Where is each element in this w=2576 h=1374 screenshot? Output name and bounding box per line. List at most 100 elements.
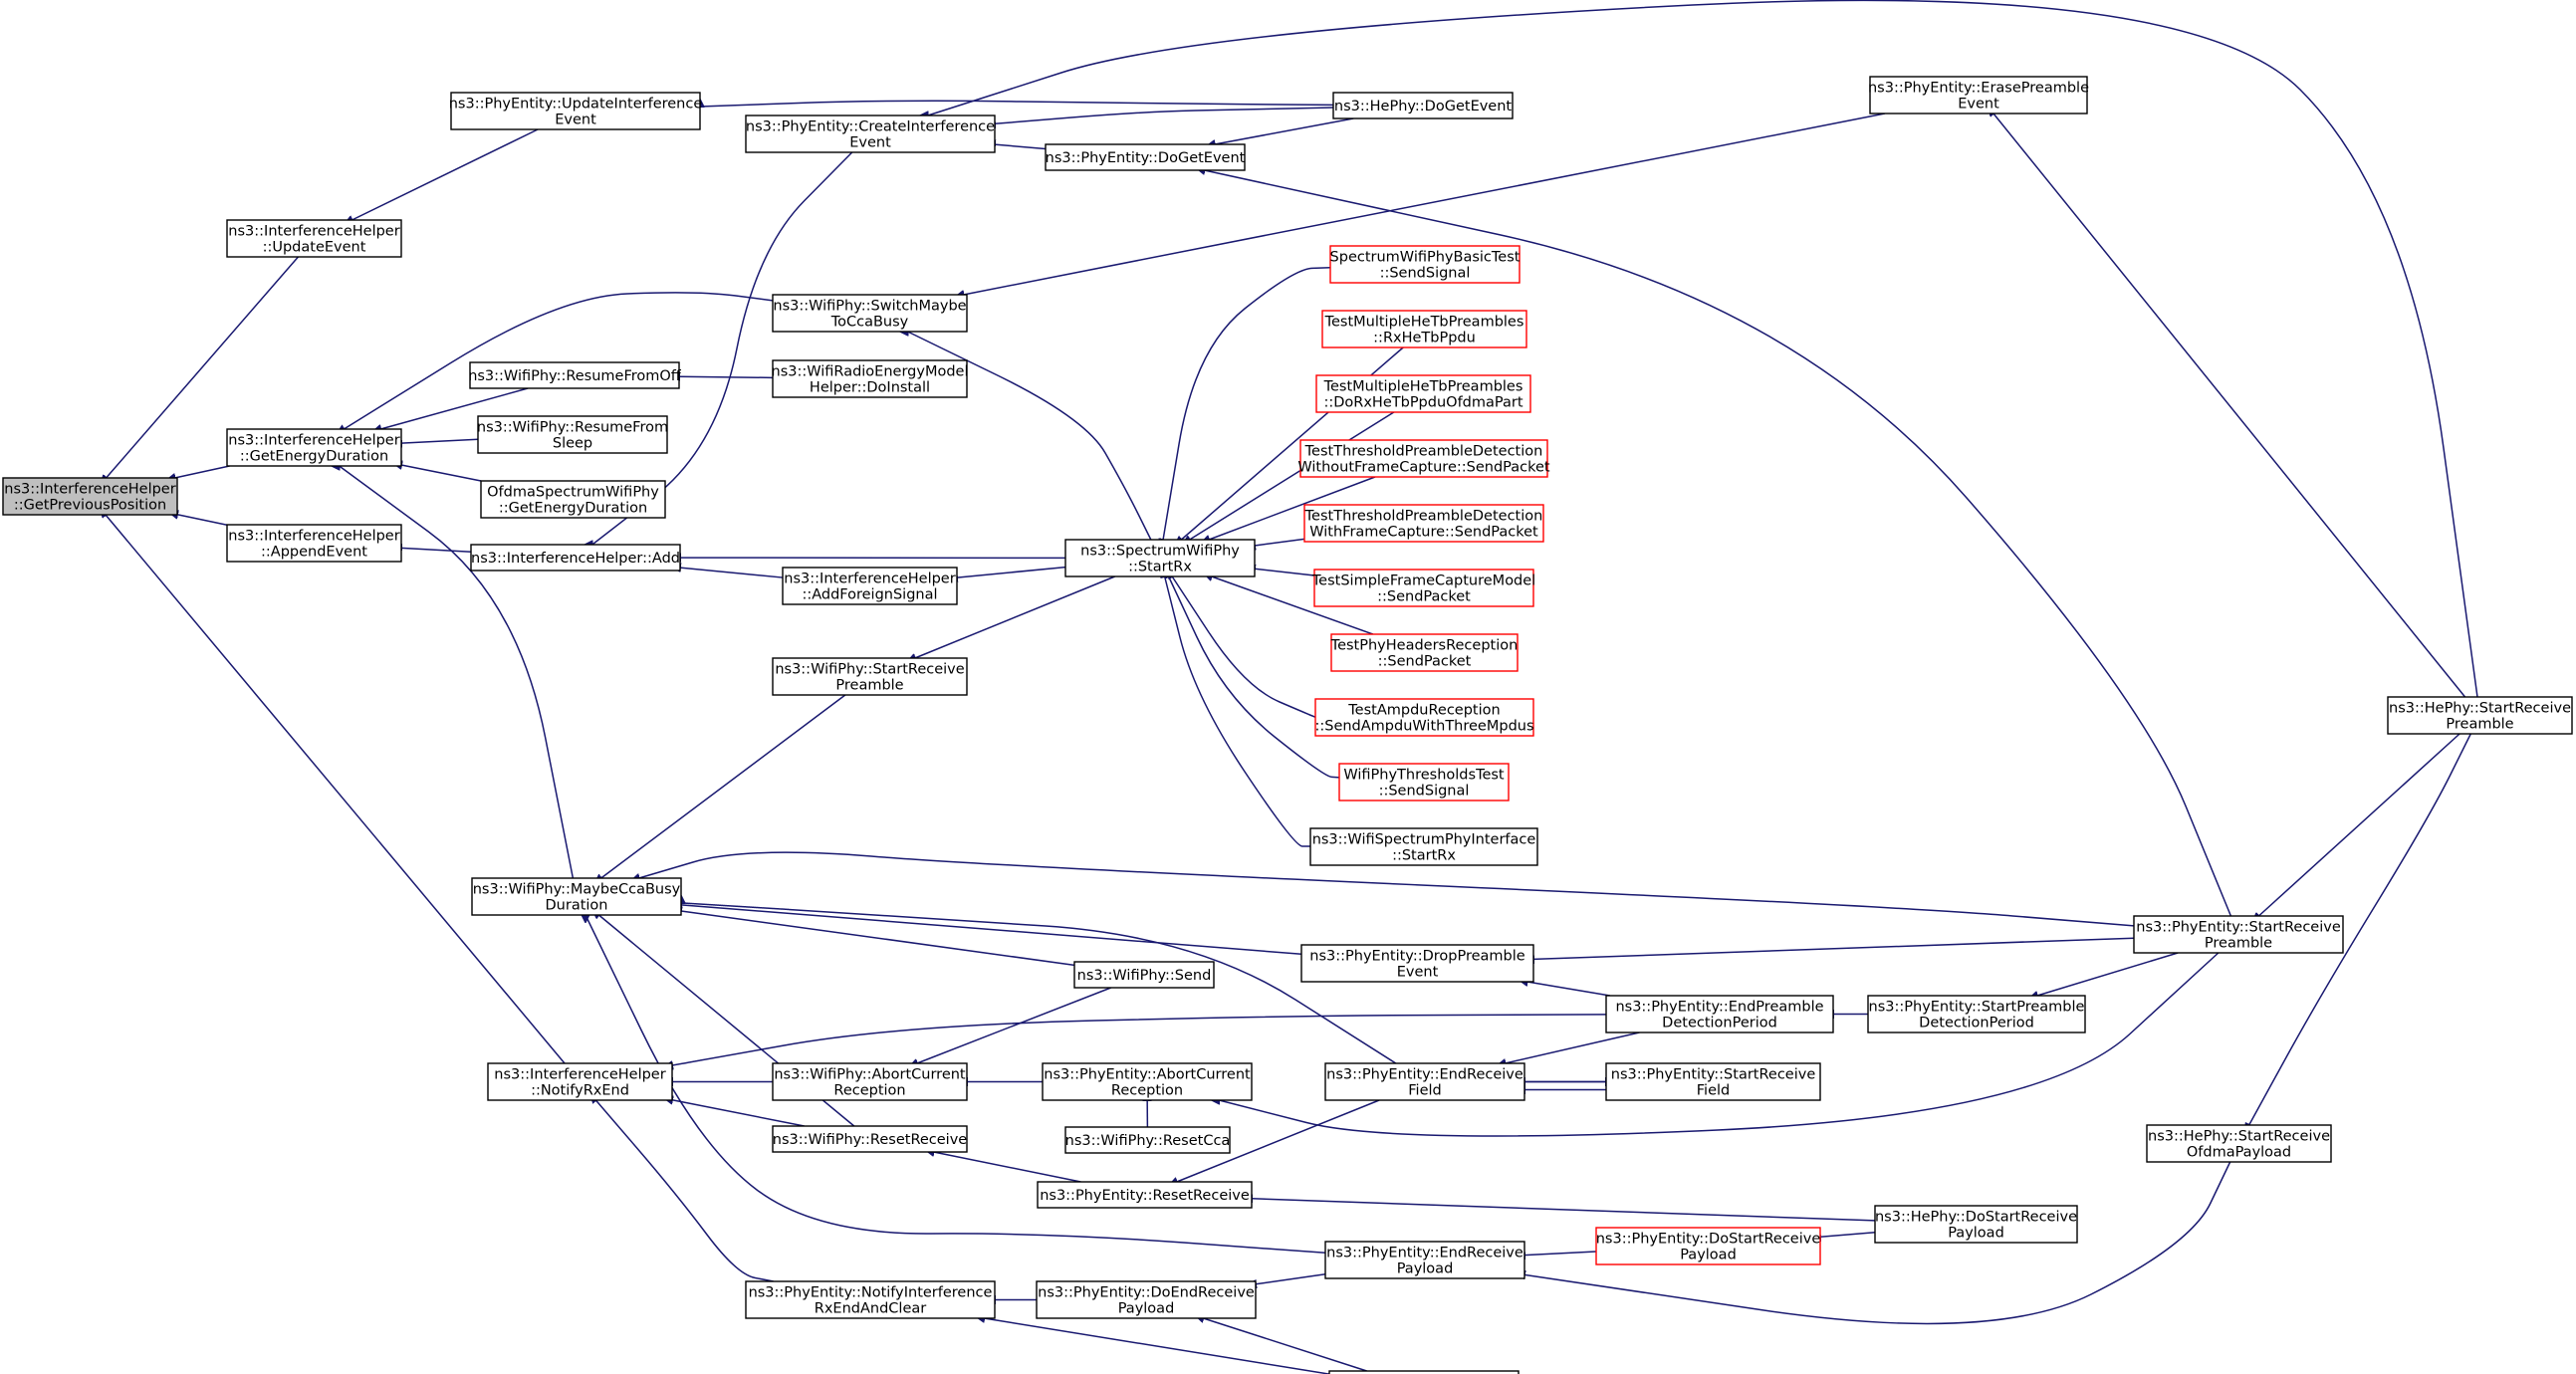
edge-line — [177, 515, 228, 526]
node-label-line: ns3::PhyEntity::StartReceive — [1611, 1067, 1816, 1083]
graph-node-n21[interactable]: ns3::SpectrumWifiPhy::StartRx — [1064, 539, 1256, 577]
node-box — [772, 294, 968, 333]
call-edge-n22-to-n16 — [917, 987, 1111, 1063]
graph-node-n19[interactable]: ns3::HePhy::DoGetEvent — [1332, 92, 1514, 119]
graph-node-n20[interactable]: ns3::PhyEntity::DoGetEvent — [1045, 143, 1246, 171]
edge-line — [915, 575, 1115, 658]
graph-node-n28[interactable]: TestMultipleHeTbPreambles::RxHeTbPpdu — [1321, 310, 1527, 348]
call-edge-n47-to-n37 — [1533, 937, 2135, 959]
graph-node-n24[interactable]: ns3::WifiPhy::ResetCca — [1064, 1126, 1231, 1154]
node-label-line: ::DoRxHeTbPpduOfdmaPart — [1323, 395, 1522, 411]
edge-line — [1255, 569, 1315, 576]
graph-node-n30[interactable]: TestThresholdPreambleDetectionWithoutFra… — [1297, 439, 1550, 478]
node-label-line: TestAmpduReception — [1347, 703, 1500, 719]
node-box — [226, 219, 402, 258]
node-label-line: ns3::WifiPhy::ResumeFrom — [477, 420, 668, 436]
call-edge-n47-to-n10 — [639, 851, 2135, 927]
call-edge-n34-to-n21 — [1172, 576, 1316, 718]
graph-node-n9[interactable]: ns3::InterferenceHelper::Add — [470, 544, 681, 572]
graph-node-n4[interactable]: ns3::InterferenceHelper::NotifyRxEnd — [487, 1062, 673, 1101]
node-label-line: ns3::PhyEntity::UpdateInterference — [449, 97, 703, 113]
graph-node-n42[interactable]: ns3::PhyEntity::EndPreambleDetectionPeri… — [1605, 995, 1834, 1033]
graph-node-n8[interactable]: OfdmaSpectrumWifiPhy::GetEnergyDuration — [480, 480, 666, 519]
node-label-line: Payload — [1118, 1301, 1175, 1317]
graph-node-n31[interactable]: TestThresholdPreambleDetectionWithFrameC… — [1303, 504, 1544, 543]
edge-line — [351, 128, 539, 220]
graph-node-n29[interactable]: TestMultipleHeTbPreambles::DoRxHeTbPpduO… — [1315, 374, 1531, 413]
node-box — [2146, 1124, 2332, 1163]
graph-node-n33[interactable]: TestPhyHeadersReception::SendPacket — [1330, 633, 1519, 672]
node-label-line: ns3::PhyEntity::DoEndReceive — [1038, 1285, 1255, 1301]
node-label-line: ns3::HePhy::DoStartReceive — [1875, 1210, 2077, 1226]
graph-node-n27[interactable]: SpectrumWifiPhyBasicTest::SendSignal — [1329, 245, 1521, 284]
call-edge-n30-to-n21 — [1209, 476, 1376, 540]
graph-node-n34[interactable]: TestAmpduReception::SendAmpduWithThreeMp… — [1314, 698, 1534, 737]
node-label-line: TestThresholdPreambleDetection — [1304, 444, 1543, 460]
call-edge-n42-to-n37 — [1527, 982, 1611, 997]
call-edge-n39-to-n10 — [585, 915, 1326, 1255]
call-edge-n39-to-n26 — [1256, 1273, 1326, 1284]
node-label-line: TestMultipleHeTbPreambles — [1323, 379, 1523, 395]
node-box — [1869, 76, 2088, 114]
edge-line — [601, 694, 846, 878]
graph-node-n14[interactable]: ns3::InterferenceHelper::AddForeignSigna… — [782, 567, 958, 605]
node-label-line: ns3::InterferenceHelper::Add — [471, 551, 680, 567]
graph-node-n2[interactable]: ns3::InterferenceHelper::GetEnergyDurati… — [226, 428, 402, 467]
node-label-line: ::AddForeignSignal — [802, 587, 937, 603]
node-label-line: TestThresholdPreambleDetection — [1304, 509, 1543, 525]
graph-node-n25[interactable]: ns3::PhyEntity::ResetReceive — [1037, 1181, 1253, 1209]
edge-line — [681, 903, 1397, 1064]
graph-node-n1[interactable]: ns3::InterferenceHelper::UpdateEvent — [226, 219, 402, 258]
graph-node-n32[interactable]: TestSimpleFrameCaptureModel::SendPacket — [1311, 569, 1535, 607]
graph-node-n13[interactable]: ns3::WifiRadioEnergyModelHelper::DoInsta… — [772, 359, 969, 398]
call-edge-n40-to-n18 — [984, 1318, 1330, 1374]
node-box — [745, 114, 996, 153]
graph-node-n6[interactable]: ns3::WifiPhy::ResumeFromOff — [468, 361, 682, 389]
node-label-line: ns3::InterferenceHelper — [494, 1067, 665, 1083]
node-box — [1309, 827, 1538, 866]
graph-node-n35[interactable]: WifiPhyThresholdsTest::SendSignal — [1338, 763, 1510, 802]
graph-node-n0[interactable]: ns3::InterferenceHelper::GetPreviousPosi… — [2, 477, 178, 516]
edge-line — [672, 1014, 1607, 1065]
call-edge-n19-to-n5 — [700, 100, 1334, 107]
node-label-line: ::RxHeTbPpdu — [1373, 331, 1476, 346]
call-edge-n19-to-n20 — [1215, 117, 1354, 144]
graph-node-n36[interactable]: ns3::WifiSpectrumPhyInterface::StartRx — [1309, 827, 1538, 866]
node-box — [772, 657, 968, 696]
call-nodes: ns3::InterferenceHelper::GetPreviousPosi… — [2, 76, 2573, 1374]
graph-node-n17[interactable]: ns3::WifiPhy::ResetReceive — [772, 1125, 968, 1153]
node-label-line: WithFrameCapture::SendPacket — [1309, 525, 1538, 541]
graph-node-n3[interactable]: ns3::InterferenceHelper::AppendEvent — [226, 524, 402, 563]
node-label-line: ::GetPreviousPosition — [14, 498, 166, 514]
node-box — [772, 359, 968, 398]
graph-node-n18[interactable]: ns3::PhyEntity::NotifyInterferenceRxEndA… — [745, 1280, 996, 1319]
graph-node-n22[interactable]: ns3::WifiPhy::Send — [1073, 961, 1215, 989]
node-box — [1595, 1227, 1821, 1265]
edge-line — [995, 144, 1047, 150]
graph-node-n45[interactable]: ns3::PhyEntity::StartPreambleDetectionPe… — [1867, 995, 2086, 1033]
edge-line — [344, 292, 774, 429]
node-label-line: ns3::PhyEntity::StartReceive — [2136, 920, 2341, 936]
node-box — [1874, 1205, 2078, 1244]
node-box — [1605, 995, 1834, 1033]
